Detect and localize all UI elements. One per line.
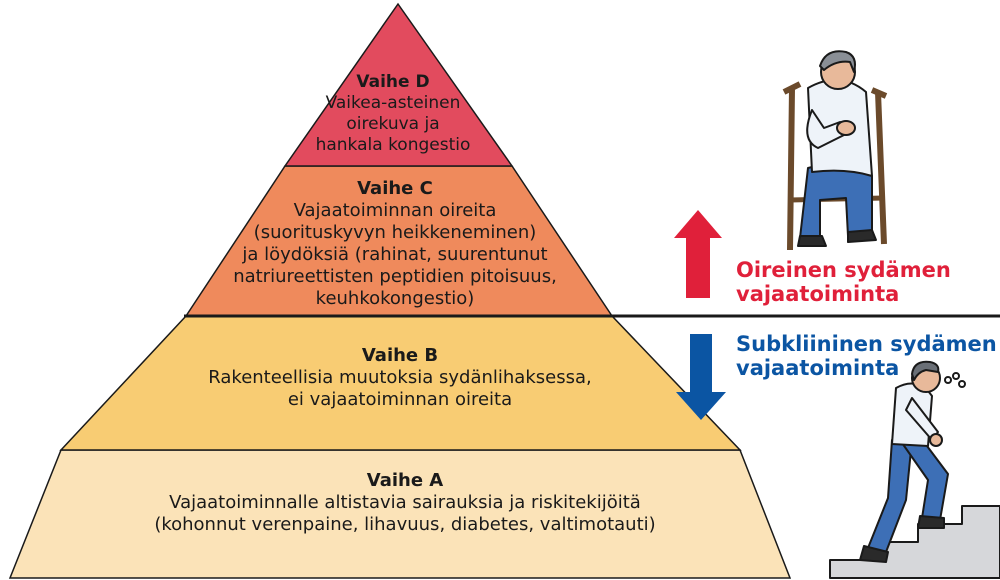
arrow-up-icon: [674, 210, 722, 298]
subclinical-heart-failure-label: Subkliininen sydämen vajaatoiminta: [736, 332, 997, 380]
stage-b-line: Rakenteellisia muutoksia sydänlihaksessa…: [208, 367, 592, 388]
stage-c-line: keuhkokongestio): [315, 288, 475, 309]
arrow-down-icon: [676, 334, 726, 420]
stage-b-title: Vaihe B: [361, 345, 439, 366]
stage-a-line: Vajaatoiminnalle altistavia sairauksia j…: [169, 492, 641, 513]
stage-d-layer: [283, 2, 514, 167]
sitting-man-chest-pain-icon: [782, 50, 888, 251]
symptomatic-label-line: vajaatoiminta: [736, 282, 900, 306]
stage-c-line: Vajaatoiminnan oireita: [293, 200, 497, 221]
symptomatic-heart-failure-label: Oireinen sydämen vajaatoiminta: [736, 258, 951, 306]
stage-d-title: Vaihe D: [356, 72, 430, 92]
stage-a-text: Vaihe A Vajaatoiminnalle altistavia sair…: [60, 470, 750, 536]
stage-c-text: Vaihe C Vajaatoiminnan oireita (suoritus…: [200, 178, 590, 310]
subclinical-label-line: vajaatoiminta: [736, 356, 900, 380]
stage-a-title: Vaihe A: [366, 470, 444, 491]
symptomatic-label-line: Oireinen sydämen: [736, 258, 951, 282]
stage-d-line: oirekuva ja: [346, 114, 440, 134]
stage-c-title: Vaihe C: [357, 178, 433, 199]
subclinical-label-line: Subkliininen sydämen: [736, 332, 997, 356]
stage-c-line: ja löydöksiä (rahinat, suurentunut: [242, 244, 548, 265]
man-climbing-stairs-icon: [829, 360, 1000, 579]
stage-c-line: natriureettisten peptidien pitoisuus,: [233, 266, 557, 287]
stage-a-line: (kohonnut verenpaine, lihavuus, diabetes…: [154, 514, 656, 535]
stage-d-line: hankala kongestio: [315, 135, 471, 155]
stage-b-line: ei vajaatoiminnan oireita: [287, 389, 513, 410]
stage-d-line: Vaikea-asteinen: [325, 93, 461, 113]
stage-b-text: Vaihe B Rakenteellisia muutoksia sydänli…: [150, 345, 650, 411]
stage-d-text: Vaihe D Vaikea-asteinen oirekuva ja hank…: [290, 72, 496, 156]
stage-c-line: (suorituskyvyn heikkeneminen): [253, 222, 537, 243]
